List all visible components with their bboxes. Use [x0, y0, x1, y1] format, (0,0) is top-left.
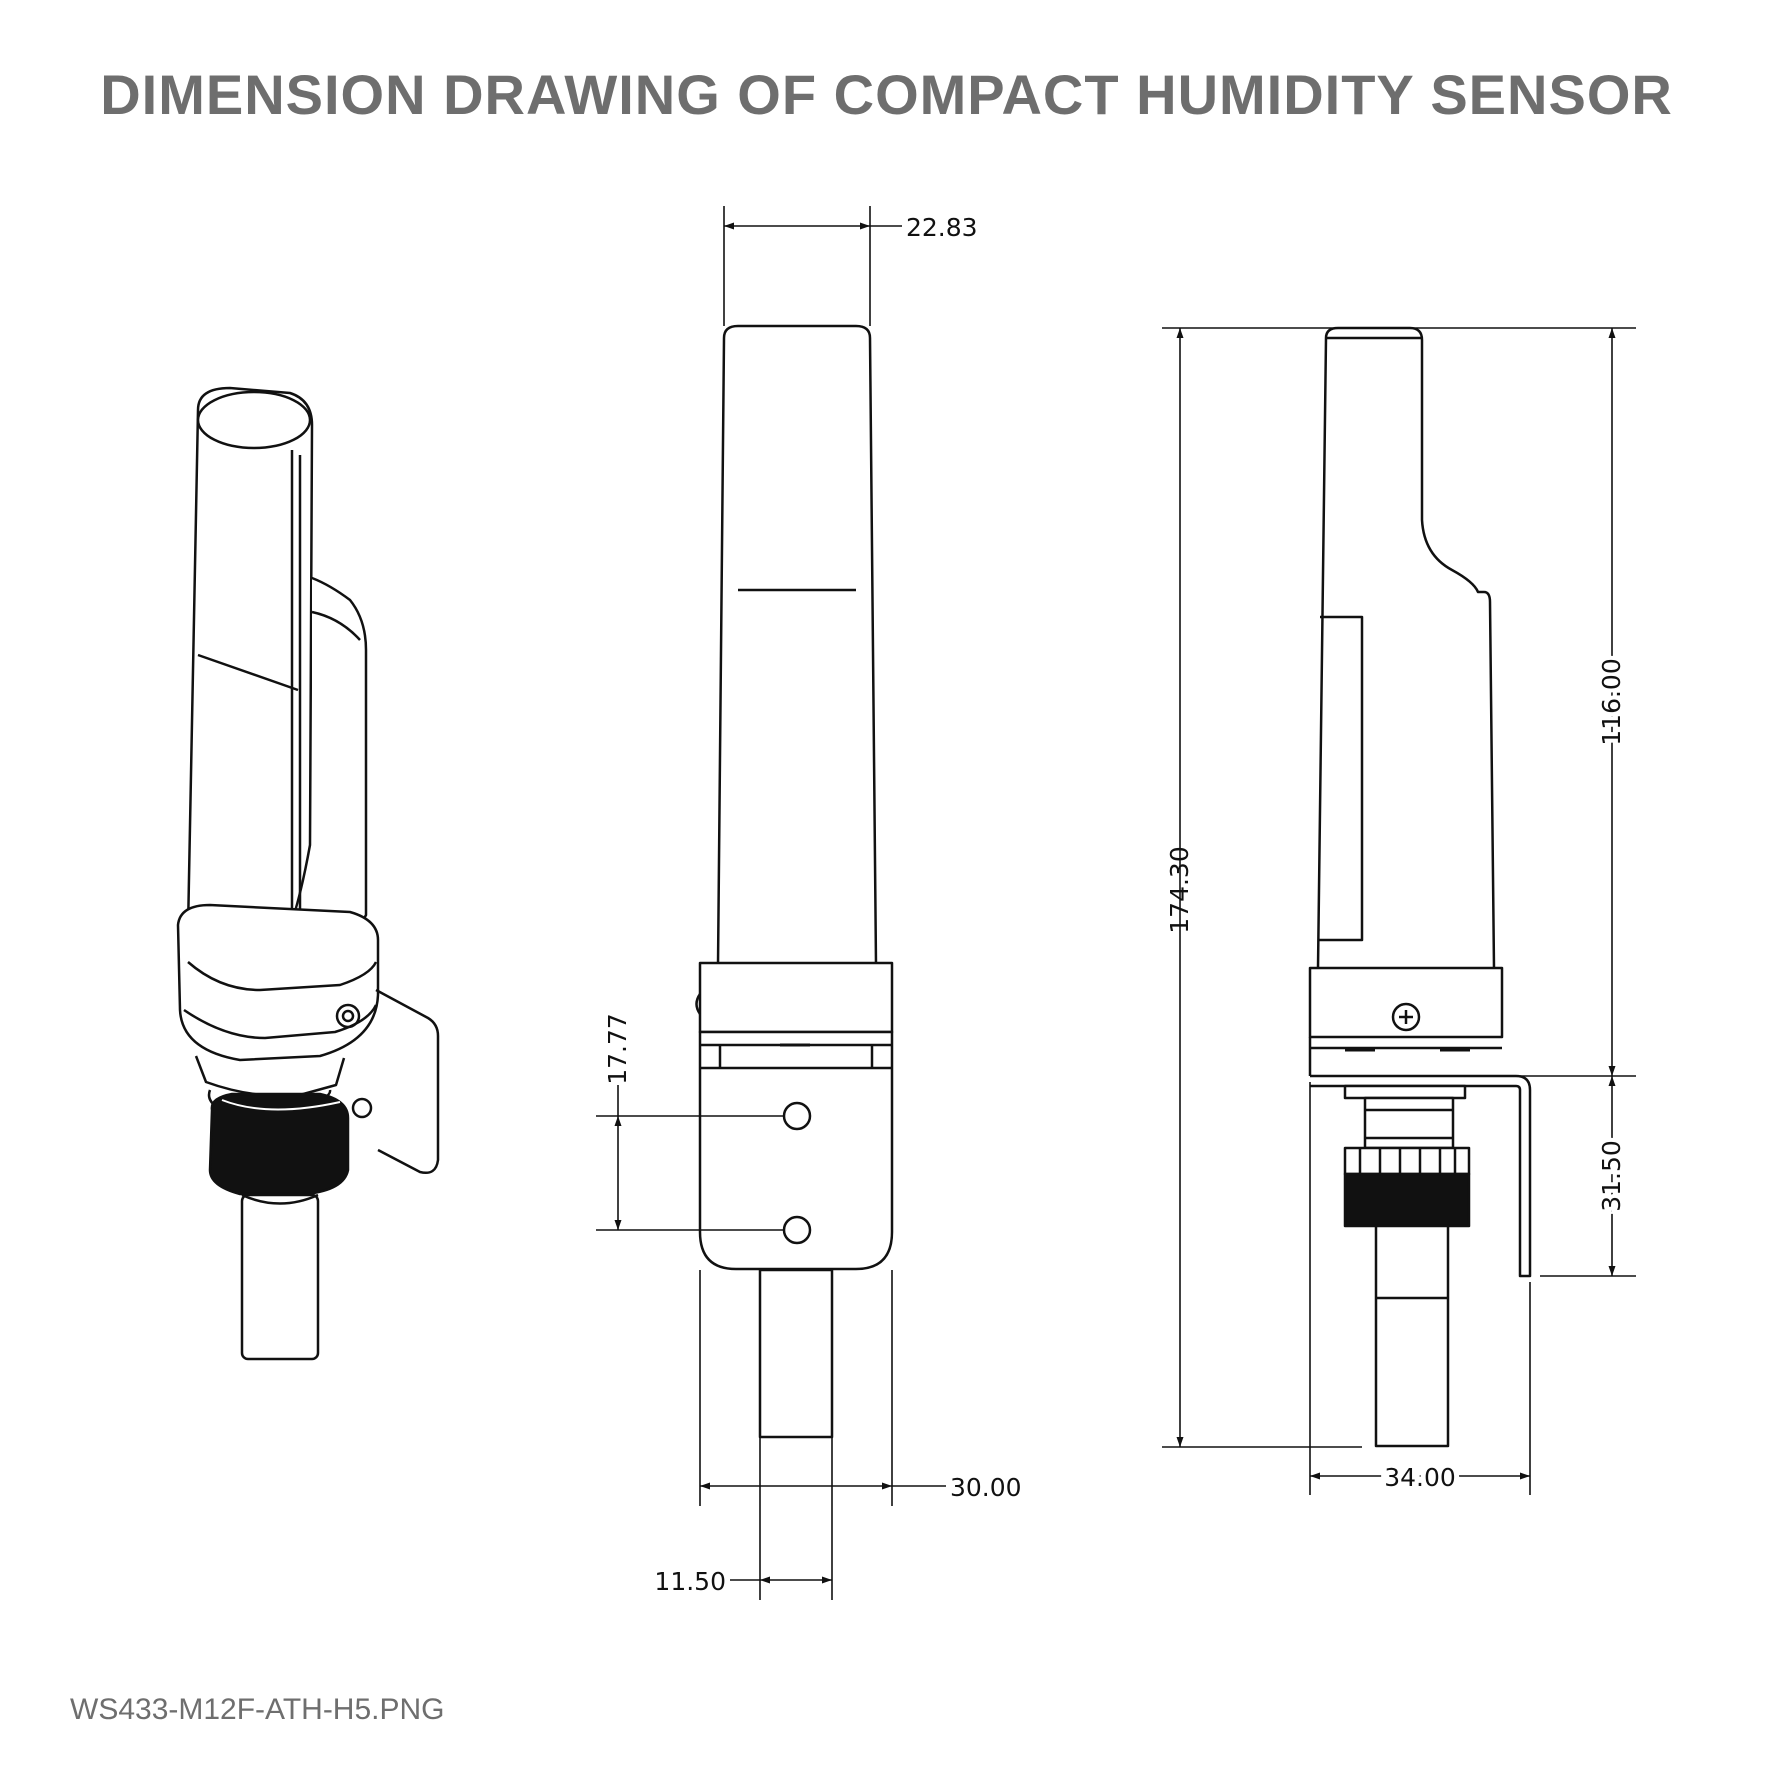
dim-top-width-label: 22.83: [906, 213, 978, 242]
isometric-view: [176, 386, 440, 1361]
front-view: [695, 324, 894, 1439]
front-view-dimensions: [596, 206, 946, 1600]
dim-side-width-label: 34.00: [1384, 1463, 1456, 1492]
dim-total-height-label: 174.30: [1165, 846, 1194, 933]
dim-upper-height-label: 116.00: [1597, 658, 1626, 745]
side-view: [1308, 326, 1532, 1448]
dim-probe-width-label: 11.50: [654, 1567, 726, 1596]
filename-caption: WS433-M12F-ATH-H5.PNG: [70, 1693, 445, 1726]
dim-body-width-label: 30.00: [950, 1473, 1022, 1502]
dim-hole-spacing-label: 17.77: [603, 1013, 632, 1085]
side-view-dimensions: [1162, 327, 1636, 1495]
dim-bracket-height-label: 31.50: [1597, 1140, 1626, 1212]
page-title: DIMENSION DRAWING OF COMPACT HUMIDITY SE…: [100, 63, 1673, 126]
